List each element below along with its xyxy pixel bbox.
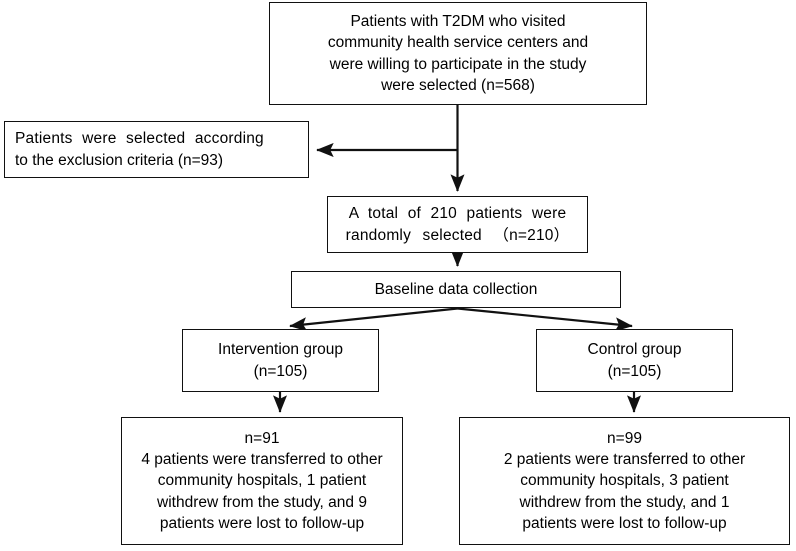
control-line-1: Control group — [587, 341, 682, 359]
control-outcome-line-4: withdrew from the study, and 1 — [519, 493, 730, 511]
control-line-2: (n=105) — [607, 362, 662, 380]
exclusion-box: Patients were selected according to the … — [4, 121, 309, 178]
baseline-to-intervention-arrow — [289, 307, 458, 332]
intervention-group-box: Intervention group (n=105) — [182, 329, 379, 392]
control-group-box: Control group (n=105) — [536, 329, 733, 392]
baseline-line-1: Baseline data collection — [374, 280, 538, 298]
intervention-outcome-line-4: withdrew from the study, and 9 — [157, 493, 367, 511]
enrollment-box: Patients with T2DM who visited community… — [269, 2, 647, 105]
intervention-outcome-box: n=91 4 patients were transferred to othe… — [121, 417, 403, 545]
enrollment-line-1: Patients with T2DM who visited — [350, 13, 566, 31]
randomized-box: A total of 210 patients were randomly se… — [327, 196, 588, 253]
enrollment-line-4: were selected (n=568) — [381, 76, 535, 94]
control-outcome-line-1: n=99 — [607, 430, 642, 448]
baseline-box: Baseline data collection — [291, 271, 621, 308]
intervention-outcome-line-5: patients were lost to follow-up — [159, 514, 365, 532]
intervention-outcome-line-2: 4 patients were transferred to other — [141, 451, 383, 469]
exclusion-line-1: Patients were selected according — [15, 130, 264, 148]
control-outcome-box: n=99 2 patients were transferred to othe… — [459, 417, 790, 545]
intervention-line-1: Intervention group — [218, 341, 343, 359]
enrollment-line-2: community health service centers and — [327, 34, 589, 52]
intervention-line-2: (n=105) — [253, 362, 308, 380]
control-outcome-line-2: 2 patients were transferred to other — [503, 451, 746, 469]
exclusion-line-2: to the exclusion criteria (n=93) — [15, 151, 224, 169]
baseline-to-control-arrow — [457, 307, 633, 332]
intervention-outcome-line-3: community hospitals, 1 patient — [157, 472, 367, 490]
control-outcome-line-5: patients were lost to follow-up — [522, 514, 727, 532]
control-outcome-line-3: community hospitals, 3 patient — [520, 472, 729, 490]
randomized-line-1: A total of 210 patients were — [348, 205, 567, 223]
randomized-line-2: randomly selected （n=210） — [345, 226, 570, 244]
enrollment-line-3: were willing to participate in the study — [329, 55, 587, 73]
intervention-outcome-line-1: n=91 — [244, 430, 280, 448]
